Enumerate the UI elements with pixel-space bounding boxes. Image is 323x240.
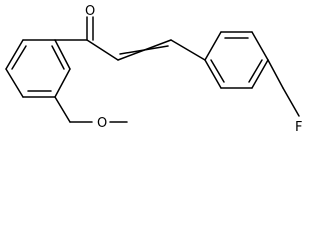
structure-canvas: O O <box>5 4 302 135</box>
ring-b-double-bond <box>210 59 225 83</box>
ring-b-double-bond <box>248 59 263 83</box>
fluorine-bond <box>267 59 284 89</box>
carbonyl-oxygen-label: O <box>85 4 95 19</box>
ring-a-bond <box>54 68 71 98</box>
alkene-double-bond <box>119 45 169 55</box>
fluorine-bond <box>282 87 300 117</box>
methoxy-bond <box>54 96 71 123</box>
chain-bond <box>170 39 206 61</box>
ring-b-bond <box>204 59 222 89</box>
carbonyl-group: O <box>54 4 95 41</box>
ring-a-double-bond <box>51 45 65 70</box>
ring-b-bond <box>251 31 269 61</box>
fluorophenyl-ring <box>204 31 269 89</box>
ring-a-double-bond <box>11 45 27 70</box>
ring-b-bond <box>204 31 222 61</box>
ring-a-bond <box>54 39 71 70</box>
methoxy-group: O <box>54 96 128 131</box>
methoxy-oxygen-label: O <box>97 116 107 131</box>
ring-b-bond <box>251 59 269 89</box>
fluorine-substituent: F <box>267 59 302 135</box>
fluorine-label: F <box>295 120 302 135</box>
ring-a-bond <box>5 68 24 98</box>
chain-bond <box>86 39 119 61</box>
methoxyphenyl-ring <box>5 39 71 98</box>
alkene-chain <box>86 39 206 61</box>
ring-a-bond <box>5 39 24 70</box>
chemical-structure-diagram: O O <box>5 4 302 135</box>
